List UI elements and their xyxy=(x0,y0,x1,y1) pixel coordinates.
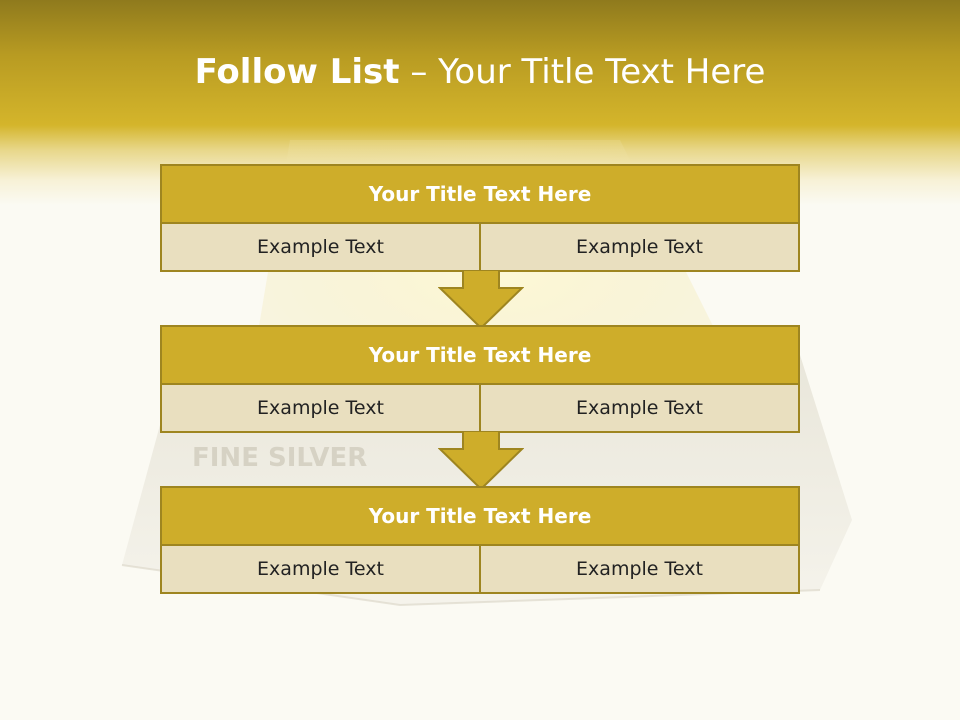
block-row: Example Text Example Text xyxy=(162,385,798,431)
block-cell-left: Example Text xyxy=(257,558,384,580)
block-cell-right: Example Text xyxy=(479,546,798,592)
block-title: Your Title Text Here xyxy=(162,327,798,385)
block-title: Your Title Text Here xyxy=(162,166,798,224)
title-rest: – Your Title Text Here xyxy=(410,52,766,92)
block-cell-right: Example Text xyxy=(479,224,798,270)
title-bold: Follow List xyxy=(194,52,400,92)
list-block-3: Your Title Text Here Example Text Exampl… xyxy=(160,486,800,594)
down-arrow-icon xyxy=(438,431,524,491)
list-block-2: Your Title Text Here Example Text Exampl… xyxy=(160,325,800,433)
watermark-text: FINE SILVER xyxy=(192,443,367,473)
block-row: Example Text Example Text xyxy=(162,224,798,270)
block-cell-right: Example Text xyxy=(479,385,798,431)
slide-title: Follow List – Your Title Text Here xyxy=(0,52,960,92)
block-title: Your Title Text Here xyxy=(162,488,798,546)
block-cell-left: Example Text xyxy=(257,397,384,419)
block-cell-left: Example Text xyxy=(257,236,384,258)
down-arrow-icon xyxy=(438,270,524,330)
list-block-1: Your Title Text Here Example Text Exampl… xyxy=(160,164,800,272)
block-row: Example Text Example Text xyxy=(162,546,798,592)
